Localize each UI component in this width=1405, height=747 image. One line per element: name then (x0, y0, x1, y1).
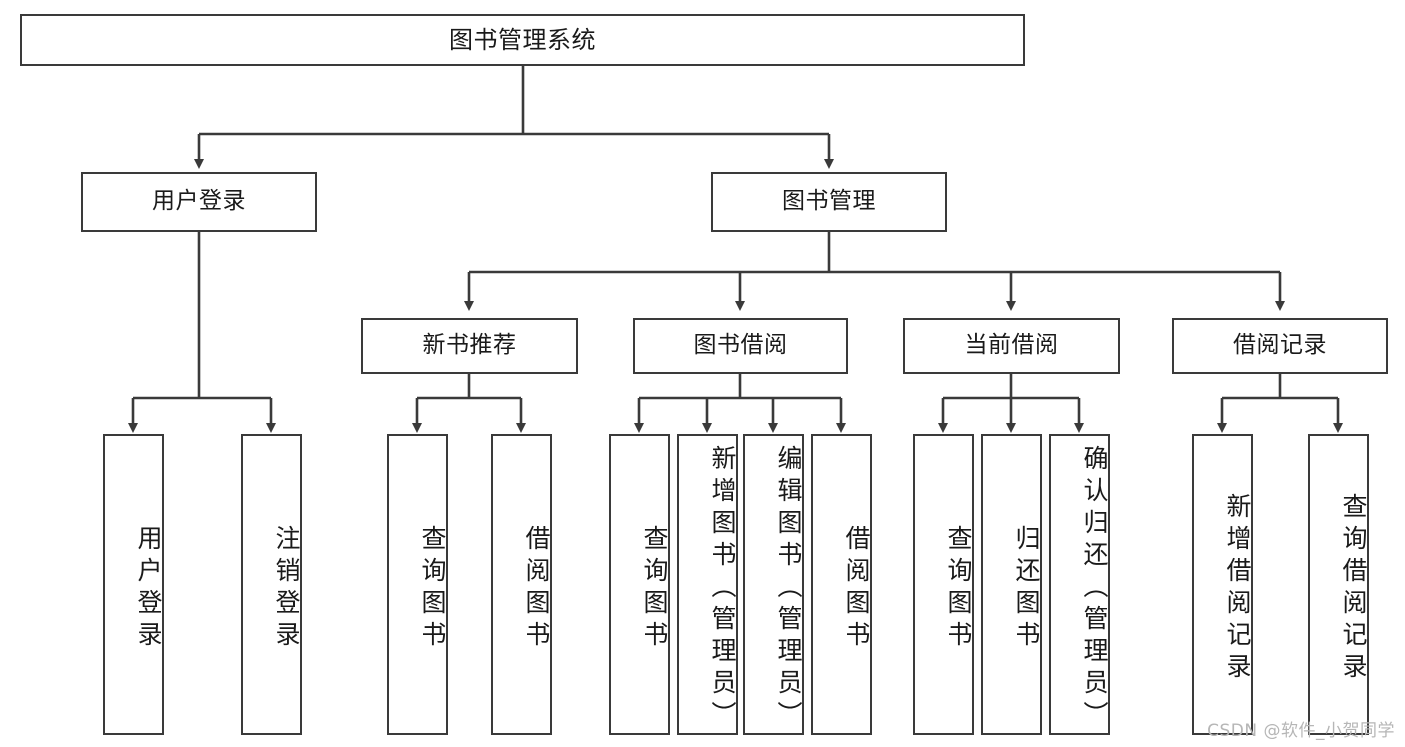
node-label: 当前借阅 (964, 332, 1059, 359)
leaf-user-login-login[interactable]: 用户登录 (103, 434, 164, 735)
node-label: 用户登录 (134, 524, 163, 653)
leaf-borrow-borrow-book[interactable]: 借阅图书 (811, 434, 872, 735)
leaf-recommend-query-book[interactable]: 查询图书 (387, 434, 448, 735)
leaf-borrow-query-book[interactable]: 查询图书 (609, 434, 670, 735)
node-root[interactable]: 图书管理系统 (20, 14, 1025, 66)
node-borrow-record[interactable]: 借阅记录 (1172, 318, 1388, 374)
leaf-user-login-logout[interactable]: 注销登录 (241, 434, 302, 735)
node-label: 查询借阅记录 (1339, 492, 1368, 685)
node-label: 编辑图书（管理员） (774, 444, 803, 733)
leaf-borrow-add-book[interactable]: 新增图书（管理员） (677, 434, 738, 735)
node-label: 借阅记录 (1233, 332, 1327, 359)
node-label: 图书管理系统 (449, 25, 596, 54)
leaf-current-confirm-return[interactable]: 确认归还（管理员） (1049, 434, 1110, 735)
node-book-management[interactable]: 图书管理 (711, 172, 947, 232)
node-new-book-recommend[interactable]: 新书推荐 (361, 318, 578, 374)
node-label: 归还图书 (1012, 524, 1041, 653)
node-label: 确认归还（管理员） (1080, 444, 1109, 733)
node-label: 新增借阅记录 (1223, 492, 1252, 685)
node-label: 新增图书（管理员） (708, 444, 737, 733)
node-current-borrow[interactable]: 当前借阅 (903, 318, 1120, 374)
leaf-current-query-book[interactable]: 查询图书 (913, 434, 974, 735)
node-label: 用户登录 (152, 188, 246, 215)
node-label: 图书借阅 (693, 332, 788, 359)
leaf-recommend-borrow-book[interactable]: 借阅图书 (491, 434, 552, 735)
leaf-record-add-record[interactable]: 新增借阅记录 (1192, 434, 1253, 735)
node-label: 注销登录 (272, 524, 301, 653)
node-user-login[interactable]: 用户登录 (81, 172, 317, 232)
node-label: 新书推荐 (422, 332, 517, 359)
node-label: 查询图书 (944, 524, 973, 653)
watermark: CSDN @软件_小贺同学 (1207, 721, 1395, 741)
node-label: 查询图书 (640, 524, 669, 653)
leaf-borrow-edit-book[interactable]: 编辑图书（管理员） (743, 434, 804, 735)
node-book-borrow[interactable]: 图书借阅 (633, 318, 848, 374)
leaf-record-query-record[interactable]: 查询借阅记录 (1308, 434, 1369, 735)
node-label: 图书管理 (782, 188, 876, 215)
leaf-current-return-book[interactable]: 归还图书 (981, 434, 1042, 735)
node-label: 借阅图书 (522, 524, 551, 653)
node-label: 查询图书 (418, 524, 447, 653)
node-label: 借阅图书 (842, 524, 871, 653)
